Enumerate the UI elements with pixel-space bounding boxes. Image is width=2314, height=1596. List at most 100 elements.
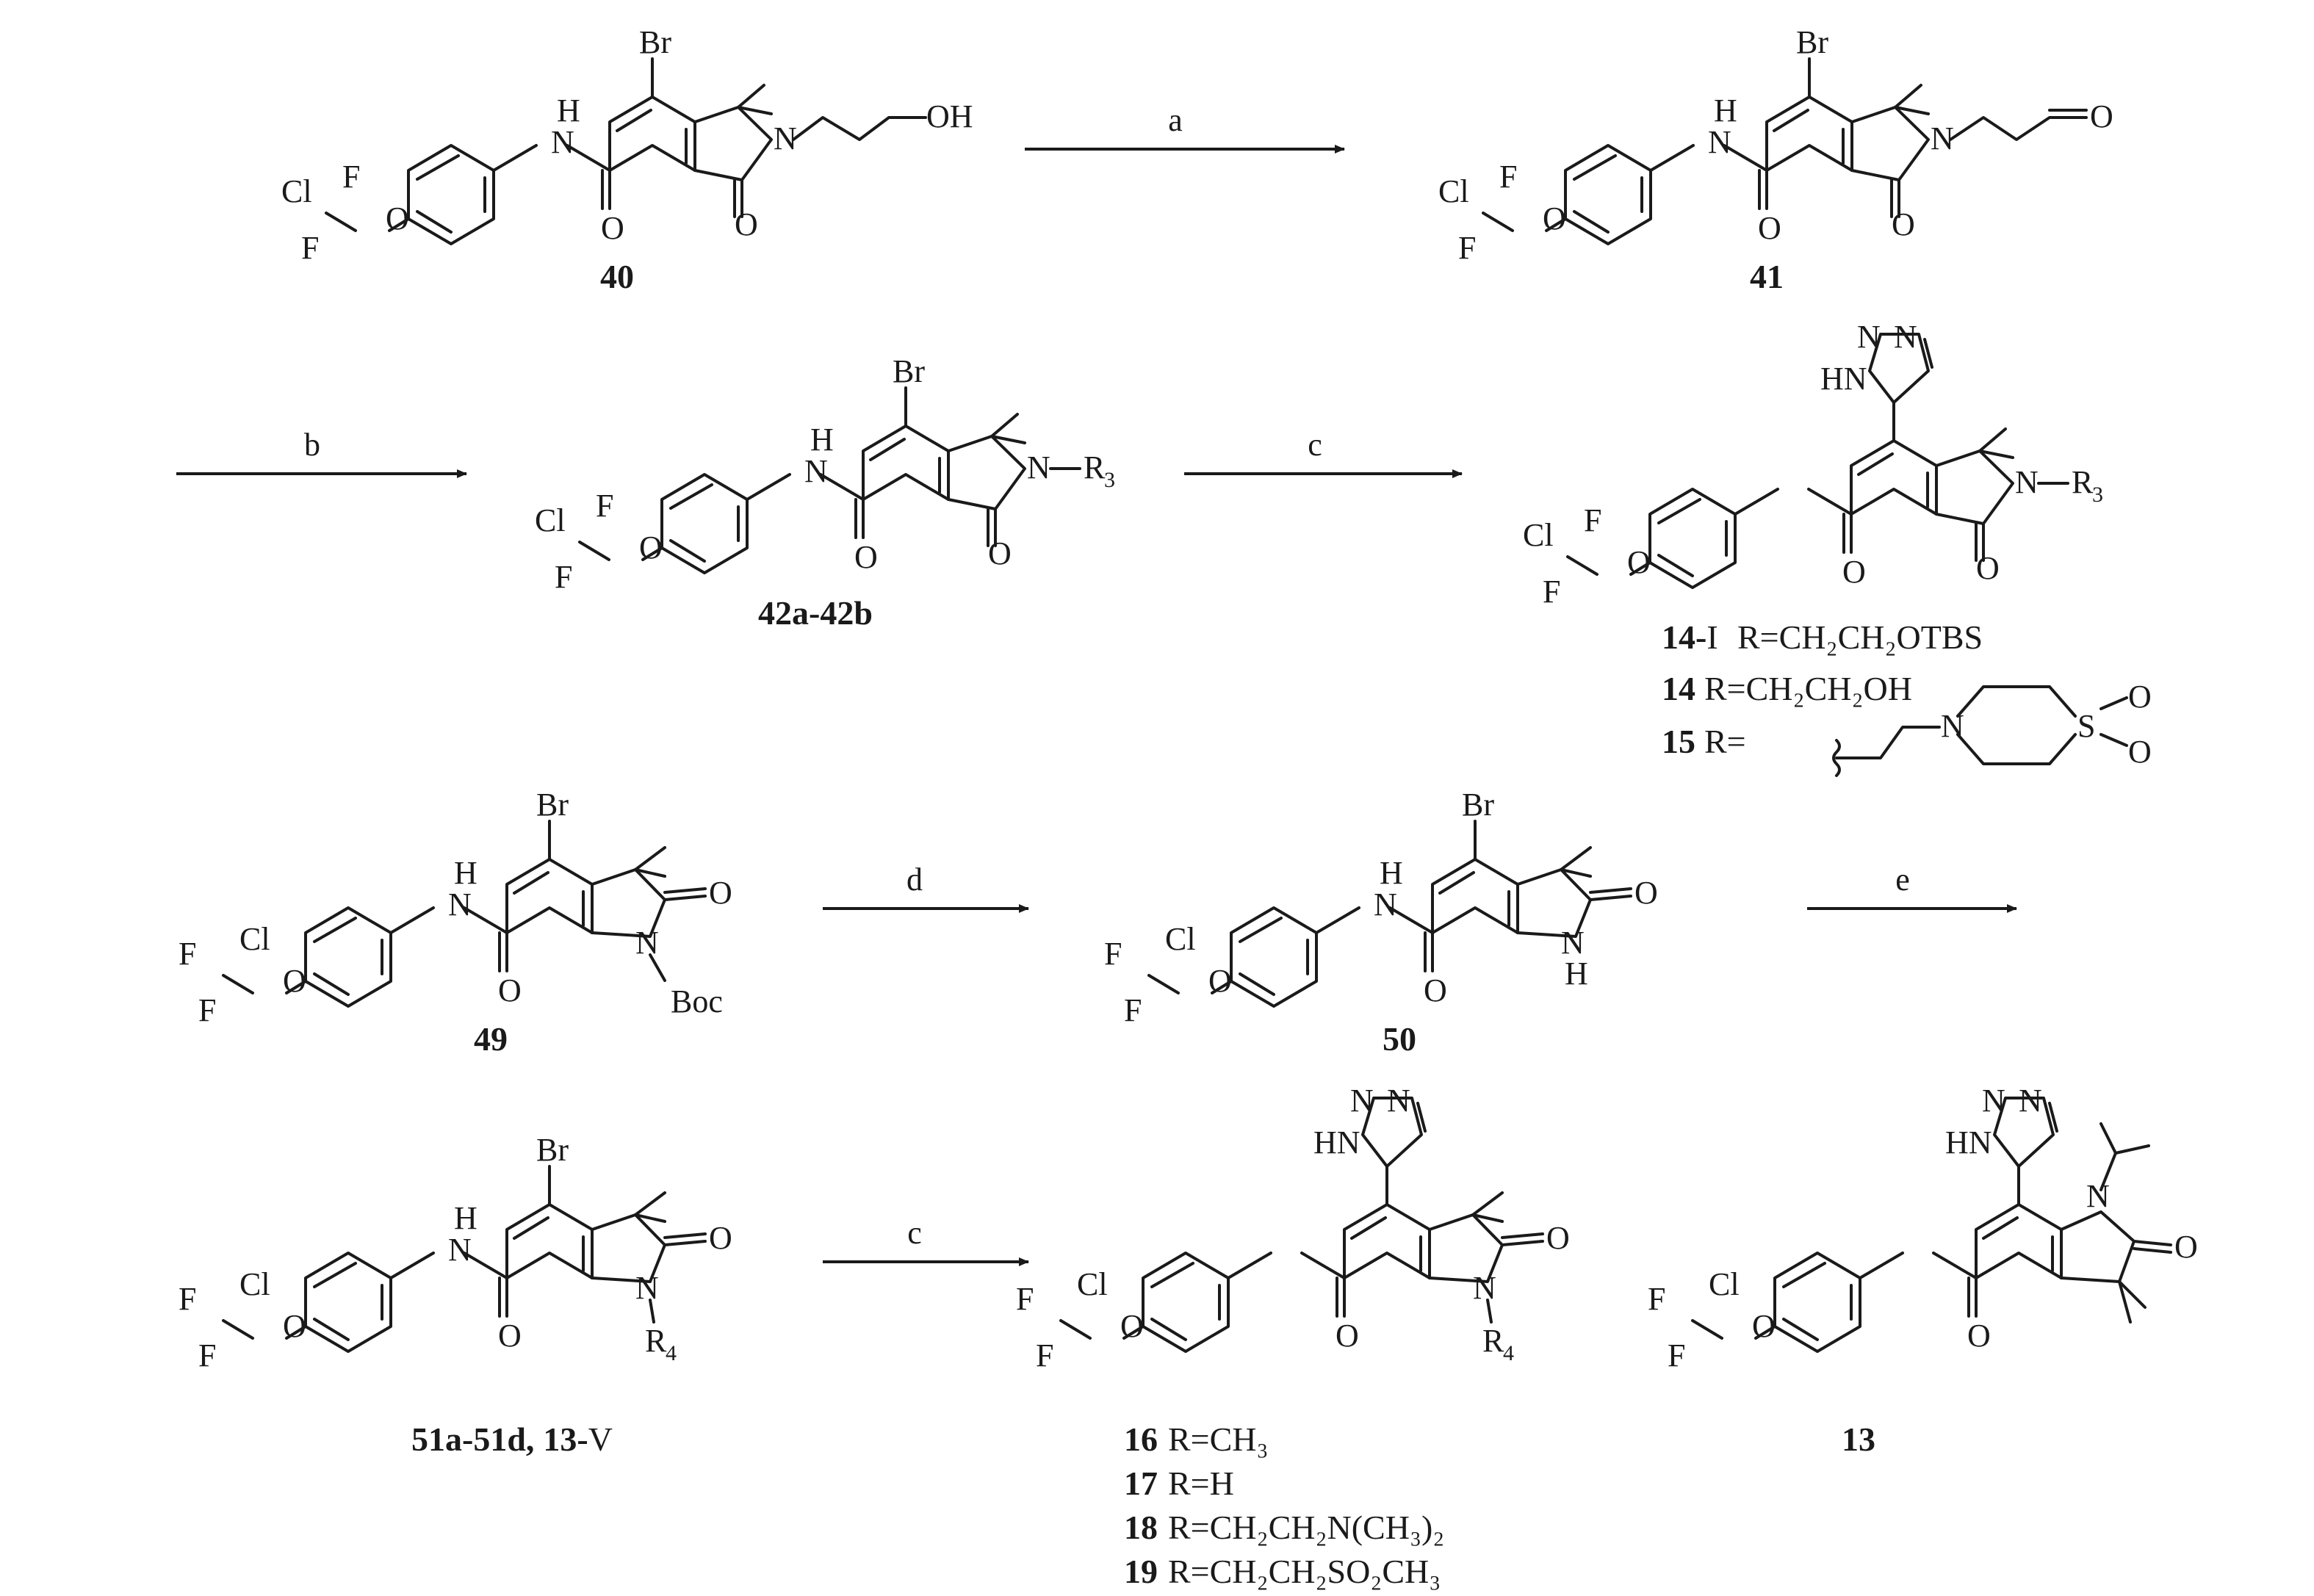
svg-text:O: O (283, 1308, 306, 1344)
svg-text:O: O (1336, 1318, 1359, 1354)
svg-text:O: O (1424, 972, 1447, 1008)
compound-40: Br H N N OH O O O Cl F F 40 (281, 24, 973, 295)
svg-text:F: F (1499, 159, 1517, 195)
svg-text:17: 17 (1124, 1465, 1158, 1502)
svg-text:R: R (2072, 464, 2094, 500)
svg-text:14-I: 14-I (1662, 618, 1718, 656)
svg-text:O: O (1627, 544, 1651, 580)
svg-text:Br: Br (536, 787, 569, 823)
svg-text:O: O (988, 535, 1012, 571)
svg-text:F: F (1458, 230, 1476, 266)
svg-text:O: O (854, 539, 878, 575)
svg-text:R=CH₂CH₂N(CH₃)₂: R=CH₂CH₂N(CH₃)₂ (1168, 1509, 1444, 1546)
svg-text:O: O (283, 963, 306, 999)
svg-text:Cl: Cl (1165, 921, 1196, 957)
svg-text:R=CH₂CH₂OTBS: R=CH₂CH₂OTBS (1737, 618, 1983, 656)
svg-text:F: F (1648, 1281, 1665, 1317)
compound-16-19: N N HN N R 4 O O O F Cl F (1016, 1083, 1570, 1373)
compound-label-50: 50 (1383, 1020, 1416, 1058)
svg-text:H: H (1714, 93, 1737, 129)
svg-text:O: O (1892, 206, 1915, 242)
svg-text:Cl: Cl (281, 173, 312, 209)
svg-text:Cl: Cl (239, 921, 270, 957)
svg-text:O: O (1758, 210, 1781, 246)
svg-text:14: 14 (1662, 670, 1695, 707)
svg-text:O: O (1842, 554, 1866, 590)
svg-text:3: 3 (2092, 483, 2103, 507)
svg-text:N: N (804, 453, 828, 489)
svg-text:N: N (1350, 1083, 1374, 1119)
reagent-label-c1: c (1308, 427, 1322, 463)
svg-text:O: O (2174, 1229, 2198, 1265)
svg-text:O: O (498, 1318, 522, 1354)
svg-text:F: F (555, 559, 572, 595)
svg-text:O: O (2090, 98, 2113, 134)
svg-text:3: 3 (1104, 468, 1115, 492)
compound-label-41: 41 (1750, 258, 1784, 295)
svg-text:HN: HN (1820, 361, 1867, 397)
svg-text:H: H (810, 422, 834, 458)
svg-text:O: O (386, 201, 409, 236)
svg-text:19: 19 (1124, 1553, 1158, 1590)
reagent-label-b: b (304, 427, 320, 463)
svg-text:Br: Br (1462, 787, 1494, 823)
compound-label-13: 13 (1842, 1420, 1875, 1458)
r4-definitions: 16 R=CH₃ 17 R=H 18 R=CH₂CH₂N(CH₃)₂ 19 R=… (1124, 1420, 1444, 1590)
svg-text:F: F (179, 936, 196, 972)
svg-text:F: F (1584, 502, 1601, 538)
compound-49: Br H N N O Boc O O F Cl F 49 (179, 787, 732, 1058)
svg-text:Cl: Cl (239, 1266, 270, 1302)
svg-text:N: N (551, 124, 574, 160)
svg-text:N: N (1982, 1083, 2005, 1119)
svg-text:H: H (557, 93, 580, 129)
svg-text:H: H (1380, 855, 1403, 891)
r3-definitions: 14-I R=CH₂CH₂OTBS 14 R=CH₂CH₂OH 15 R= N … (1662, 618, 2152, 777)
svg-text:H: H (1565, 956, 1588, 992)
compound-42a-42b: Br H N N R 3 O O O Cl F F 42a-42b (535, 353, 1115, 632)
svg-text:N: N (448, 1232, 472, 1268)
svg-text:O: O (1967, 1318, 1991, 1354)
svg-text:N: N (774, 120, 797, 156)
svg-text:N: N (635, 925, 659, 961)
svg-text:O: O (1634, 875, 1658, 911)
compound-label-40: 40 (600, 258, 634, 295)
svg-text:O: O (1120, 1308, 1144, 1344)
svg-text:R=H: R=H (1168, 1465, 1234, 1502)
reagent-label-d: d (907, 862, 923, 898)
compound-41: Br H N N O O O O Cl F F 41 (1438, 24, 2113, 295)
svg-text:N: N (2086, 1178, 2110, 1214)
svg-text:Cl: Cl (1438, 173, 1469, 209)
svg-text:O: O (735, 206, 758, 242)
svg-text:R: R (1084, 449, 1106, 485)
svg-text:H: H (454, 855, 477, 891)
svg-text:Cl: Cl (535, 502, 566, 538)
compound-51a-51d-13-V: Br H N N R 4 O O O F Cl F 51a-51d,13-V (179, 1132, 732, 1458)
compound-14-15: N N HN N R 3 O O O Cl F F (1523, 319, 2103, 610)
reagent-label-a: a (1168, 102, 1183, 138)
svg-text:F: F (1036, 1337, 1053, 1373)
svg-text:N: N (1894, 319, 1917, 355)
svg-text:N: N (1931, 120, 1954, 156)
svg-text:F: F (1543, 574, 1560, 610)
svg-text:F: F (596, 488, 613, 524)
svg-text:N: N (1708, 124, 1731, 160)
svg-text:N: N (1387, 1083, 1410, 1119)
svg-text:N: N (1941, 708, 1964, 744)
svg-text:O: O (498, 972, 522, 1008)
svg-text:O: O (709, 875, 732, 911)
compound-label-42a-42b: 42a-42b (758, 594, 873, 632)
svg-text:R=CH₂CH₂SO₂CH₃: R=CH₂CH₂SO₂CH₃ (1168, 1553, 1441, 1590)
svg-text:O: O (601, 210, 624, 246)
svg-text:Br: Br (639, 24, 671, 60)
svg-text:N: N (2019, 1083, 2042, 1119)
svg-text:N: N (2015, 464, 2039, 500)
svg-text:N: N (448, 887, 472, 922)
reagent-label-e: e (1895, 862, 1910, 898)
svg-text:N: N (1374, 887, 1397, 922)
svg-text:4: 4 (666, 1341, 677, 1365)
svg-text:R: R (1482, 1323, 1504, 1359)
svg-text:Cl: Cl (1709, 1266, 1740, 1302)
svg-text:R=CH₃: R=CH₃ (1168, 1420, 1269, 1458)
svg-text:F: F (1668, 1337, 1685, 1373)
compound-50: Br H N N H O O O F Cl F 50 (1104, 787, 1658, 1058)
